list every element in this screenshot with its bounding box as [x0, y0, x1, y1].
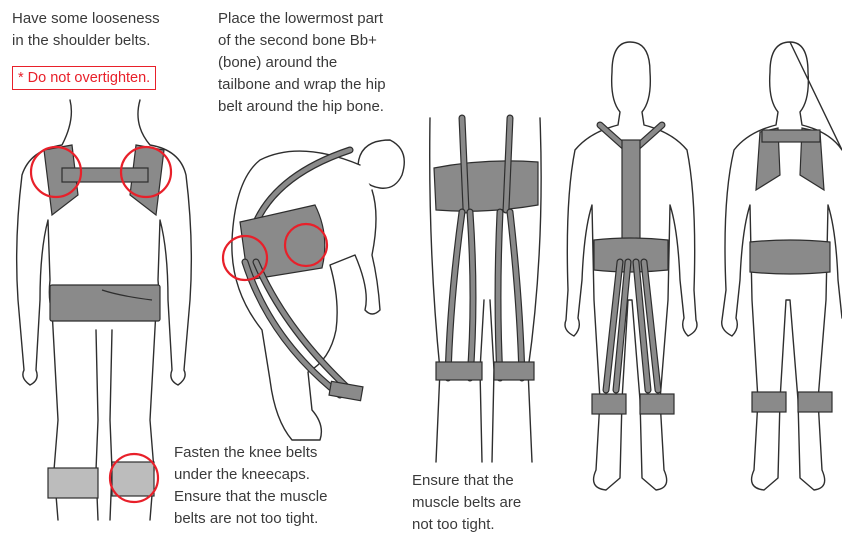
shoulder-note: Have some looseness in the shoulder belt…	[12, 8, 160, 52]
bending-view-figure	[223, 140, 404, 440]
front-view-figure	[17, 100, 192, 520]
back-view-figure	[565, 42, 697, 490]
back-closeup-figure	[430, 118, 541, 462]
muscle-belt-note: Ensure that the muscle belts are not too…	[412, 470, 521, 536]
knee-belt-note: Fasten the knee belts under the kneecaps…	[174, 442, 327, 530]
front-view-cropped-figure	[722, 42, 842, 490]
overtighten-warning: * Do not overtighten.	[12, 66, 156, 90]
bone-placement-note: Place the lowermost part of the second b…	[218, 8, 386, 118]
